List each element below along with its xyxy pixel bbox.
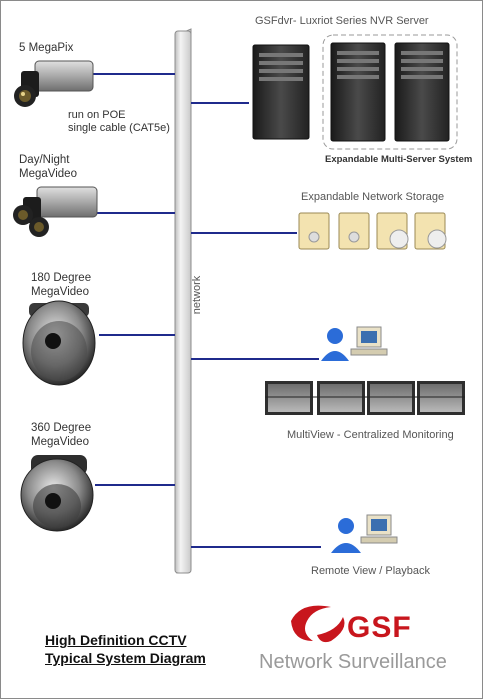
camera-180-label-line1: 180 Degree xyxy=(31,272,92,284)
network-storage-icon xyxy=(298,212,447,250)
box-camera-5mp-icon xyxy=(14,60,94,107)
camera-5mp-label-line1: 5 MegaPix xyxy=(19,42,74,54)
brand-tagline: Network Surveillance xyxy=(259,651,447,673)
server-caption: Expandable Multi-Server System xyxy=(325,154,473,165)
backbone-label: network xyxy=(191,275,203,315)
camera-daynight-label-line1: Day/Night xyxy=(19,154,70,166)
diagram-title-line1: High Definition CCTV xyxy=(45,632,187,648)
diagram-title: High Definition CCTV Typical System Diag… xyxy=(45,631,206,667)
camera-daynight-label: Day/Night MegaVideo xyxy=(19,153,77,181)
operator-workstation-icon xyxy=(321,326,388,361)
expandable-servers-group xyxy=(322,34,458,150)
brand-name: GSF xyxy=(347,611,412,644)
camera-5mp-label: 5 MegaPix xyxy=(19,41,73,55)
server-title: GSFdvr- Luxriot Series NVR Server xyxy=(255,15,429,27)
connection-lines xyxy=(93,73,321,548)
gsf-logo-icon xyxy=(291,605,345,643)
poe-note-line1: run on POE xyxy=(68,109,126,121)
poe-note: run on POE single cable (CAT5e) xyxy=(68,109,170,135)
camera-360-label-line2: MegaVideo xyxy=(31,436,89,448)
dome-camera-180-icon xyxy=(22,300,96,386)
camera-daynight-label-line2: MegaVideo xyxy=(19,168,77,180)
monitor-wall-icon xyxy=(265,381,465,415)
storage-title: Expandable Network Storage xyxy=(301,191,445,203)
remote-caption: Remote View / Playback xyxy=(311,565,431,577)
camera-180-label-line2: MegaVideo xyxy=(31,286,89,298)
camera-360-label: 360 Degree MegaVideo xyxy=(31,421,91,449)
diagram-title-line2: Typical System Diagram xyxy=(45,650,206,666)
poe-note-line2: single cable (CAT5e) xyxy=(68,122,170,134)
server-tower-icon xyxy=(252,44,310,140)
remote-viewer-icon xyxy=(331,514,398,553)
camera-360-label-line1: 360 Degree xyxy=(31,422,92,434)
dome-camera-360-icon xyxy=(20,455,94,532)
camera-180-label: 180 Degree MegaVideo xyxy=(31,271,91,299)
network-backbone xyxy=(174,28,192,574)
monitoring-caption: MultiView - Centralized Monitoring xyxy=(287,429,454,441)
box-camera-daynight-icon xyxy=(13,186,98,237)
